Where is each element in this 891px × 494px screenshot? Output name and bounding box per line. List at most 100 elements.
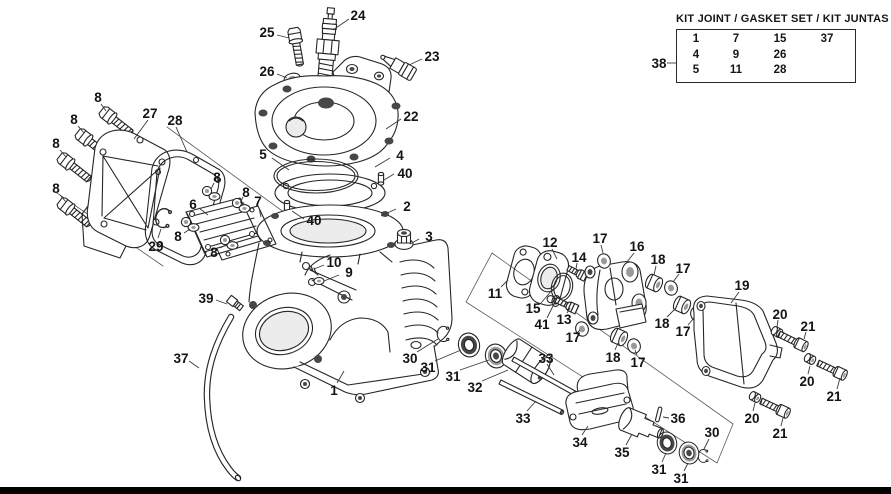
- callout-leader-8: [219, 243, 229, 249]
- callout-leader-8: [210, 182, 215, 190]
- gasket-kit-table: KIT JOINT / GASKET SET / KIT JUNTAS 1 7 15…: [676, 13, 889, 83]
- callout-leader-8: [59, 149, 67, 158]
- callout-39: 39: [198, 291, 213, 306]
- callout-leader-30: [416, 338, 439, 353]
- callout-leader-40: [291, 210, 305, 220]
- callout-21: 21: [772, 426, 788, 441]
- callout-8: 8: [174, 229, 182, 244]
- callout-20: 20: [744, 411, 759, 426]
- callout-leader-21: [836, 377, 841, 390]
- part-flange-nut: [394, 228, 414, 250]
- callout-20: 20: [772, 307, 787, 322]
- part-dowel-pin-small: [654, 406, 663, 423]
- kit-part-number: 15: [773, 33, 787, 45]
- callout-31: 31: [651, 462, 667, 477]
- kit-part-number: 9: [732, 48, 740, 61]
- callout-9: 9: [345, 265, 353, 280]
- callout-33: 33: [515, 411, 531, 426]
- callout-leader-25: [276, 34, 290, 39]
- callout-leader-33: [526, 400, 537, 412]
- callout-10: 10: [326, 255, 341, 270]
- callout-leader-20: [807, 365, 811, 375]
- callout-leader-9: [323, 274, 340, 282]
- callout-leader-12: [551, 248, 558, 260]
- callout-17: 17: [630, 355, 645, 370]
- callout-12: 12: [542, 235, 557, 250]
- callout-4: 4: [396, 148, 404, 163]
- kit-part-number: 11: [729, 64, 743, 76]
- callout-22: 22: [403, 109, 418, 124]
- callout-leader-19: [730, 291, 740, 304]
- callout-30: 30: [402, 351, 417, 366]
- callout-leader-21: [803, 331, 807, 340]
- callout-3: 3: [425, 229, 433, 244]
- callout-leader-31: [661, 452, 667, 463]
- callout-24: 24: [350, 8, 366, 23]
- callout-leader-14: [575, 262, 578, 270]
- callout-34: 34: [572, 435, 588, 450]
- callout-8: 8: [94, 90, 102, 105]
- part-tube: [203, 313, 242, 482]
- callout-40: 40: [306, 213, 321, 228]
- callout-8: 8: [70, 112, 78, 127]
- callout-leader-20: [776, 319, 779, 328]
- callout-leader-17: [672, 273, 680, 283]
- callout-8: 8: [242, 185, 250, 200]
- callout-35: 35: [614, 445, 630, 460]
- callout-18: 18: [605, 350, 621, 365]
- callout-leader-32: [481, 369, 509, 382]
- kit-part-number: 37: [820, 33, 834, 45]
- callout-31: 31: [673, 471, 689, 486]
- callout-leader-7: [258, 207, 262, 218]
- callout-leader-2: [380, 208, 397, 217]
- callout-leader-27: [133, 119, 149, 140]
- callout-leader-10: [313, 264, 325, 270]
- kit-part-number: 26: [773, 48, 787, 61]
- callout-5: 5: [259, 147, 267, 162]
- callout-23: 23: [424, 49, 440, 64]
- callout-leader-26: [276, 73, 288, 79]
- callout-leader-40: [383, 173, 395, 181]
- callout-leader-31: [434, 349, 462, 362]
- callout-7: 7: [254, 194, 262, 209]
- callout-20: 20: [799, 374, 814, 389]
- callout-leader-18: [653, 265, 657, 276]
- callout-8: 8: [52, 136, 60, 151]
- callout-32: 32: [467, 380, 482, 395]
- callout-14: 14: [571, 250, 587, 265]
- callout-21: 21: [826, 389, 842, 404]
- part-nipple-fitting: [225, 294, 244, 312]
- callout-leader-15: [540, 288, 554, 304]
- kit-part-number: 1: [692, 33, 700, 45]
- callout-16: 16: [629, 239, 645, 254]
- callout-15: 15: [525, 301, 541, 316]
- callout-13: 13: [556, 312, 572, 327]
- callout-8: 8: [213, 170, 221, 185]
- callout-leader-17: [576, 329, 581, 334]
- callout-17: 17: [565, 330, 580, 345]
- callout-leader-34: [581, 425, 589, 436]
- callout-leader-17: [634, 349, 638, 356]
- callout-37: 37: [173, 351, 188, 366]
- kit-part-number: 7: [732, 33, 740, 45]
- callout-leader-30: [703, 438, 710, 450]
- kit-part-number: [803, 48, 851, 64]
- callout-18: 18: [650, 252, 666, 267]
- callout-leader-6: [198, 207, 209, 216]
- gasket-kit-title: KIT JOINT / GASKET SET / KIT JUNTAS: [676, 13, 889, 25]
- callout-40: 40: [397, 166, 412, 181]
- callout-19: 19: [734, 278, 749, 293]
- callout-6: 6: [189, 197, 197, 212]
- callout-8: 8: [210, 245, 218, 260]
- callout-leader-8: [100, 103, 107, 112]
- part-cylinder: [242, 204, 453, 404]
- kit-part-number: [803, 63, 851, 79]
- part-cylinder-head: [254, 55, 401, 167]
- callout-28: 28: [167, 113, 183, 128]
- callout-leader-16: [626, 252, 635, 263]
- part-valve-bracket: [565, 369, 634, 431]
